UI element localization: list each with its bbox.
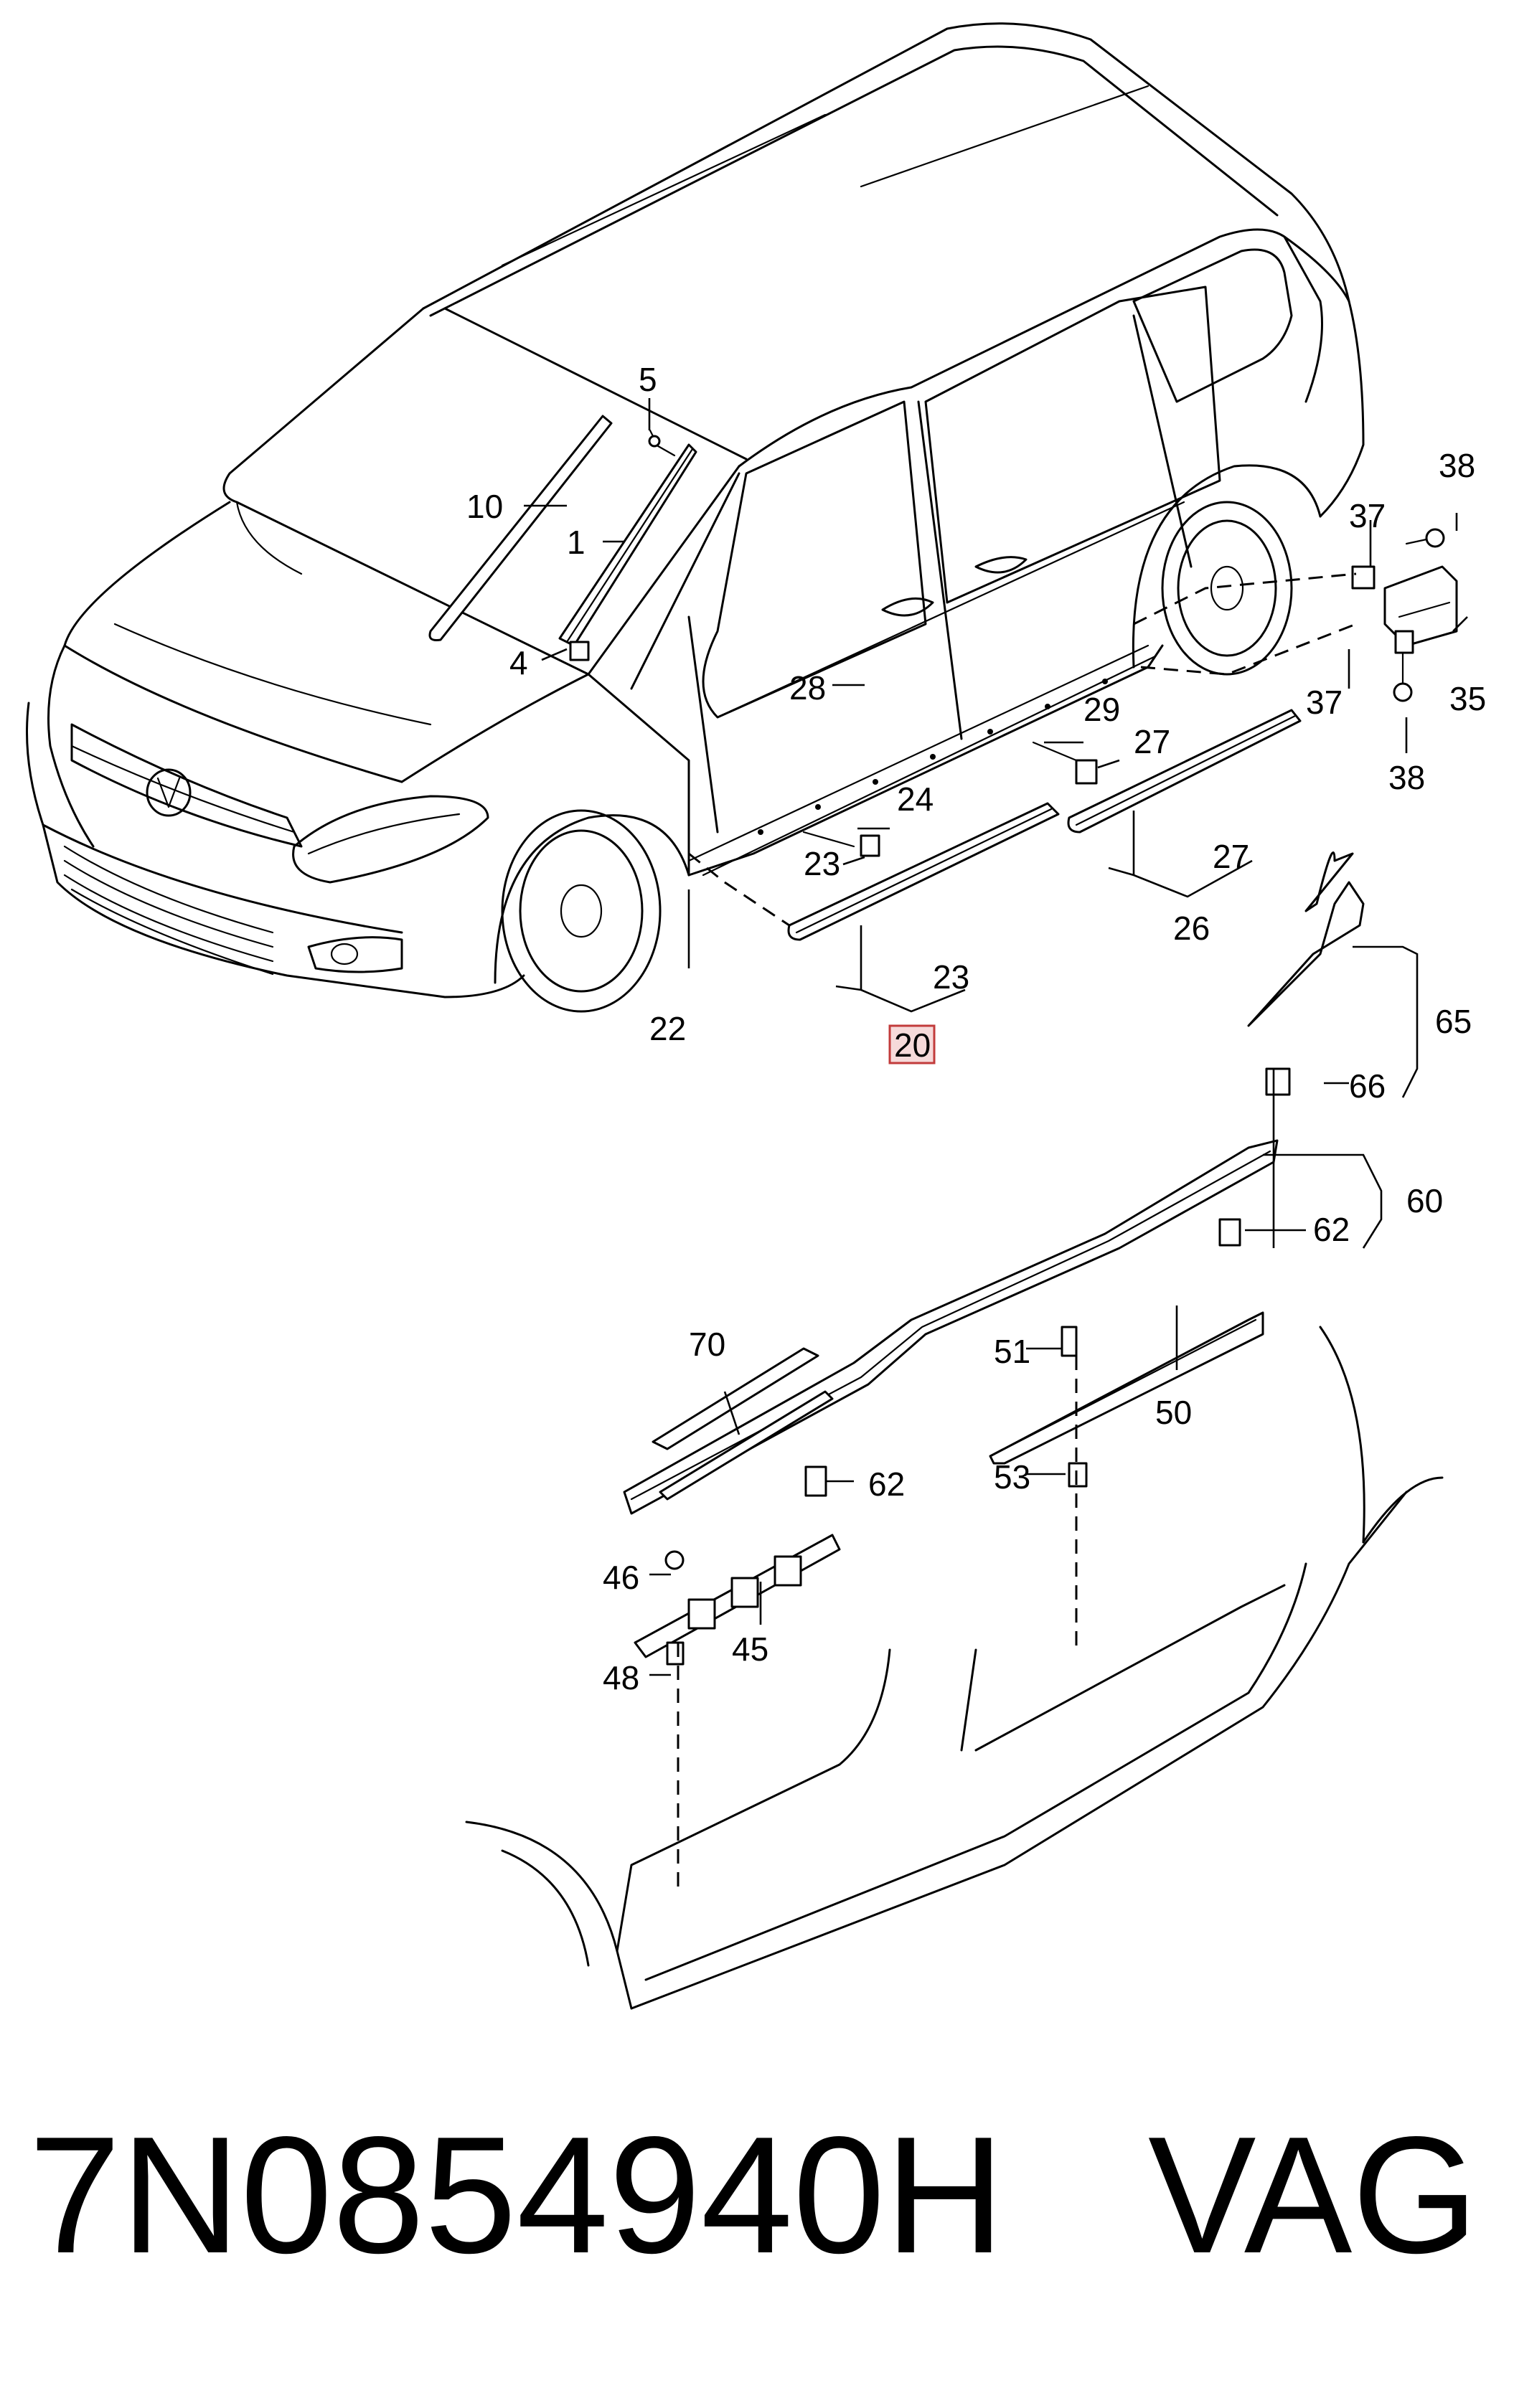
callout-48: 48 (603, 1659, 639, 1696)
callout-38: 38 (1439, 447, 1475, 484)
callout-24: 24 (897, 780, 934, 818)
callout-labels: 1 4 5 10 20 22 23 23 24 26 27 27 28 29 3… (466, 361, 1486, 1696)
callout-45: 45 (732, 1630, 768, 1668)
callout-53: 53 (994, 1458, 1030, 1496)
callout-4: 4 (509, 644, 528, 681)
callout-27: 27 (1213, 838, 1249, 875)
footer: 7N0854940H VAG (29, 2102, 1478, 2288)
callout-26: 26 (1173, 910, 1210, 947)
callout-35: 35 (1449, 680, 1486, 717)
callout-70: 70 (689, 1326, 725, 1363)
callout-37: 37 (1306, 684, 1343, 721)
callout-60: 60 (1406, 1182, 1443, 1219)
callout-23: 23 (933, 958, 969, 996)
callout-46: 46 (603, 1559, 639, 1596)
callout-27: 27 (1134, 723, 1170, 760)
rear-bracket-35 (1133, 528, 1458, 702)
callout-23: 23 (804, 845, 840, 882)
callout-20-highlight: 20 (888, 1024, 936, 1064)
exploded-parts (465, 851, 1444, 2010)
callout-50: 50 (1155, 1394, 1192, 1431)
callout-10: 10 (466, 488, 503, 525)
sill-trim-26 (1032, 709, 1302, 834)
callout-28: 28 (789, 669, 826, 707)
brand-name: VAG (1148, 2102, 1478, 2288)
callout-1: 1 (567, 524, 586, 561)
part-number: 7N0854940H (29, 2102, 1005, 2288)
callout-62: 62 (868, 1465, 905, 1503)
callout-62: 62 (1313, 1211, 1350, 1248)
callout-20: 20 (894, 1026, 931, 1064)
a-pillar-trim (428, 415, 697, 661)
sill-trim-20 (688, 802, 1060, 941)
callout-65: 65 (1435, 1003, 1472, 1040)
callout-29: 29 (1083, 691, 1120, 728)
callout-22: 22 (649, 1010, 686, 1047)
callout-37: 37 (1349, 497, 1386, 534)
callout-38: 38 (1388, 759, 1425, 796)
callout-5: 5 (639, 361, 657, 398)
callout-66: 66 (1349, 1067, 1386, 1105)
callout-51: 51 (994, 1333, 1030, 1370)
leader-lines (524, 398, 1468, 1676)
car-illustration (26, 22, 1365, 1013)
